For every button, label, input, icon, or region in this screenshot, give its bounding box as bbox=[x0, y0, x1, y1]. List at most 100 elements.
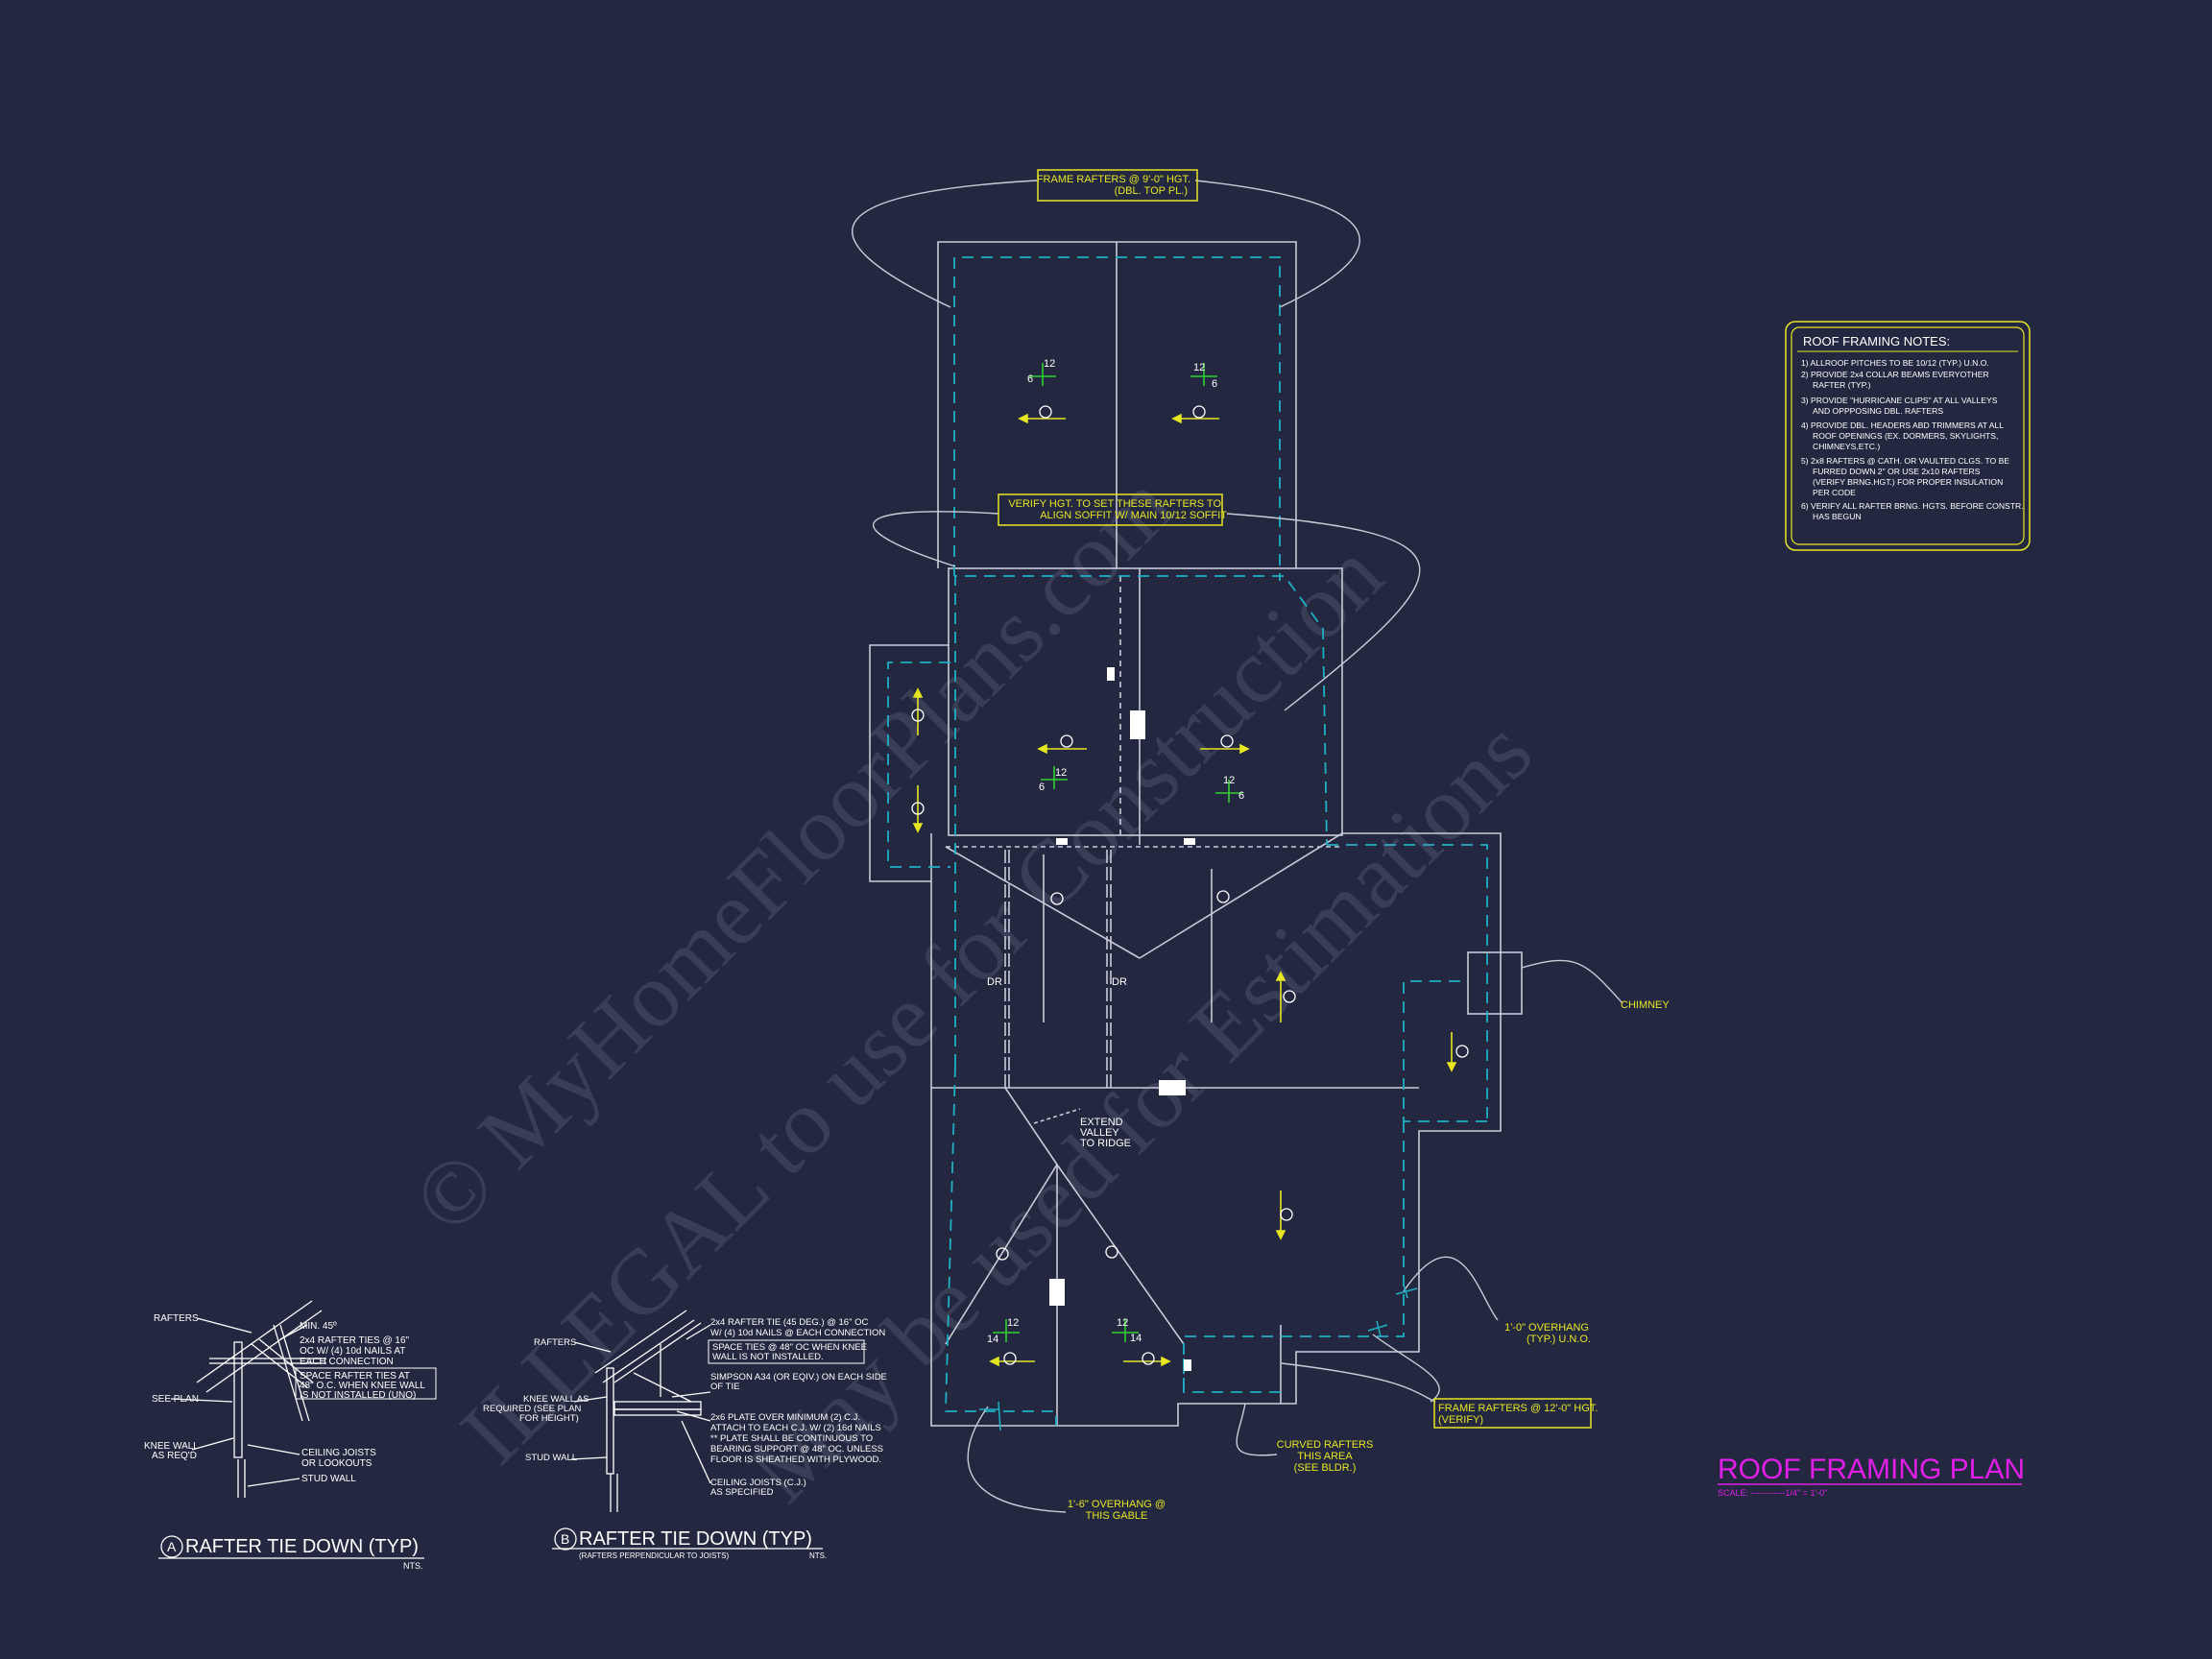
detail-b-tie: W/ (4) 10d NAILS @ EACH CONNECTION bbox=[710, 1328, 885, 1338]
watermark: © MyHomeFloorPlans.com ILLEGAL to use fo… bbox=[393, 453, 1551, 1521]
note-line: 2) PROVIDE 2x4 COLLAR BEAMS EVERYOTHER bbox=[1801, 370, 1989, 379]
overhang-lines bbox=[887, 256, 1488, 1426]
callouts: FRAME RAFTERS @ 9'-0" HGT. (DBL. TOP PL.… bbox=[998, 169, 1670, 1522]
detail-b-subtitle: (RAFTERS PERPENDICULAR TO JOISTS) bbox=[579, 1551, 730, 1560]
curved-callout-line2: THIS AREA bbox=[1297, 1451, 1353, 1462]
detail-a-nts: NTS. bbox=[403, 1561, 423, 1571]
overhang-callout-line2: (TYP.) U.N.O. bbox=[1527, 1334, 1591, 1345]
detail-b-ceiling: CEILING JOISTS (C.J.) bbox=[710, 1478, 806, 1488]
detail-b-title: RAFTER TIE DOWN (TYP) bbox=[579, 1528, 812, 1550]
top-callout-line2: (DBL. TOP PL.) bbox=[1115, 185, 1188, 197]
notes-heading: ROOF FRAMING NOTES: bbox=[1803, 334, 1950, 349]
pitch-rise: 12 bbox=[1193, 362, 1205, 373]
plan-scale: SCALE: ------------1/4" = 1'-0" bbox=[1718, 1488, 1827, 1498]
dr-label: DR bbox=[987, 976, 1002, 988]
verify-callout-line2: ALIGN SOFFIT W/ MAIN 10/12 SOFFIT bbox=[1040, 510, 1227, 521]
hip-right bbox=[1139, 832, 1343, 959]
pitch-rise: 12 bbox=[1117, 1317, 1128, 1329]
detail-a-ties: EACH CONNECTION bbox=[300, 1357, 394, 1367]
detail-a-ties: OC W/ (4) 10d NAILS AT bbox=[300, 1346, 405, 1357]
detail-b-tie: 2x4 RAFTER TIE (45 DEG.) @ 16" OC bbox=[710, 1317, 868, 1328]
detail-a-ties: 2x4 RAFTER TIES @ 16" bbox=[300, 1335, 410, 1346]
gable-overhang-line1: 1'-6" OVERHANG @ bbox=[1068, 1499, 1166, 1510]
plan-title: ROOF FRAMING PLAN SCALE: ------------1/4… bbox=[1718, 1454, 2025, 1498]
roof-plan bbox=[869, 241, 1523, 1427]
note-line: FURRED DOWN 2" OR USE 2x10 RAFTERS bbox=[1813, 467, 1981, 476]
curved-callout-line3: (SEE BLDR.) bbox=[1294, 1462, 1357, 1474]
pitch-run: 6 bbox=[1238, 790, 1244, 802]
detail-b-plate: ** PLATE SHALL BE CONTINUOUS TO bbox=[710, 1433, 873, 1444]
detail-a-space: 48" O.C. WHEN KNEE WALL bbox=[300, 1381, 425, 1391]
slope-arrows bbox=[912, 413, 1457, 1367]
note-line: ROOF OPENINGS (EX. DORMERS, SKYLIGHTS, bbox=[1813, 431, 1998, 441]
pitch-run: 6 bbox=[1039, 781, 1045, 793]
rafter-circles bbox=[911, 405, 1469, 1365]
overhang-ticks bbox=[979, 1284, 1418, 1431]
detail-a-rafters: RAFTERS bbox=[154, 1313, 199, 1324]
detail-a-min45: MIN. 45º bbox=[300, 1321, 337, 1332]
pitch-run: 14 bbox=[1130, 1333, 1142, 1344]
detail-b-letter: B bbox=[561, 1531, 569, 1547]
detail-a-letter: A bbox=[167, 1539, 177, 1554]
detail-b-knee: REQUIRED (SEE PLAN bbox=[483, 1404, 582, 1414]
roof-framing-notes: ROOF FRAMING NOTES: 1) ALLROOF PITCHES T… bbox=[1785, 321, 2031, 551]
frame12-callout-line2: (VERIFY) bbox=[1438, 1414, 1483, 1426]
detail-a-ceiling: CEILING JOISTS bbox=[301, 1448, 376, 1458]
chimney-box bbox=[1467, 951, 1523, 1015]
detail-b-knee: FOR HEIGHT) bbox=[519, 1413, 579, 1424]
detail-a-ceiling: OR LOOKOUTS bbox=[301, 1458, 373, 1469]
extend-valley-label: EXTEND bbox=[1080, 1117, 1123, 1128]
detail-b-simpson: SIMPSON A34 (OR EQIV.) ON EACH SIDE bbox=[710, 1372, 887, 1382]
detail-b-plate: BEARING SUPPORT @ 48" OC. UNLESS bbox=[710, 1444, 883, 1455]
plan-title-text: ROOF FRAMING PLAN bbox=[1718, 1454, 2025, 1485]
detail-b-plate: FLOOR IS SHEATHED WITH PLYWOOD. bbox=[710, 1455, 881, 1465]
detail-b-plate: ATTACH TO EACH C.J. W/ (2) 16d NAILS bbox=[710, 1423, 881, 1433]
note-line: (VERIFY BRNG.HGT.) FOR PROPER INSULATION bbox=[1813, 477, 2003, 487]
note-line: 5) 2x8 RAFTERS @ CATH. OR VAULTED CLGS. … bbox=[1801, 456, 2009, 466]
detail-b-marker bbox=[554, 1527, 577, 1551]
side-bay-walls bbox=[869, 644, 949, 882]
pitch-rise: 12 bbox=[1044, 358, 1055, 370]
note-line: 4) PROVIDE DBL. HEADERS ABD TRIMMERS AT … bbox=[1801, 421, 2004, 430]
pitch-run: 6 bbox=[1027, 373, 1033, 385]
pitch-run: 6 bbox=[1212, 378, 1217, 390]
note-line: HAS BEGUN bbox=[1813, 512, 1862, 521]
frame12-callout-line1: FRAME RAFTERS @ 12'-0" HGT. bbox=[1438, 1403, 1598, 1414]
verify-callout-box bbox=[998, 493, 1223, 526]
detail-b-rafters: RAFTERS bbox=[534, 1337, 576, 1348]
detail-b-simpson: OF TIE bbox=[710, 1382, 739, 1392]
detail-a-space: SPACE RAFTER TIES AT bbox=[300, 1371, 410, 1382]
main-block-walls bbox=[930, 832, 1502, 1427]
extend-valley-label: VALLEY bbox=[1080, 1127, 1119, 1139]
pitch-run: 14 bbox=[987, 1334, 998, 1345]
gable-overhang-line2: THIS GABLE bbox=[1086, 1510, 1148, 1522]
detail-a-title: RAFTER TIE DOWN (TYP) bbox=[185, 1536, 419, 1557]
leader-lines bbox=[852, 180, 1623, 1513]
extend-valley-label: TO RIDGE bbox=[1080, 1138, 1131, 1149]
note-line: AND OPPPOSING DBL. RAFTERS bbox=[1813, 406, 1943, 416]
detail-b-ceiling: AS SPECIFIED bbox=[710, 1487, 774, 1498]
detail-b-stud: STUD WALL bbox=[525, 1453, 577, 1463]
note-line: 6) VERIFY ALL RAFTER BRNG. HGTS. BEFORE … bbox=[1801, 501, 2024, 511]
note-line: PER CODE bbox=[1813, 488, 1856, 497]
valley-extend bbox=[1004, 1087, 1058, 1166]
pitch-labels: 12 6 12 6 12 6 12 6 12 14 12 14 bbox=[987, 358, 1244, 1345]
detail-b-plate: 2x6 PLATE OVER MINIMUM (2) C.J. bbox=[710, 1412, 860, 1423]
detail-b-nts: NTS. bbox=[809, 1551, 827, 1560]
pitch-markers bbox=[993, 363, 1242, 1342]
pitch-rise: 12 bbox=[1055, 767, 1067, 779]
pitch-rise: 12 bbox=[1223, 775, 1235, 786]
dr-label: DR bbox=[1112, 976, 1127, 988]
middle-wing-walls bbox=[948, 567, 1343, 836]
detail-a: RAFTERS MIN. 45º 2x4 RAFTER TIES @ 16" O… bbox=[144, 1300, 437, 1571]
verify-callout-line1: VERIFY HGT. TO SET THESE RAFTERS TO bbox=[1008, 498, 1221, 510]
curved-callout-line1: CURVED RAFTERS bbox=[1277, 1439, 1374, 1451]
note-line: CHIMNEYS,ETC.) bbox=[1813, 442, 1880, 451]
frame12-callout-box bbox=[1433, 1398, 1592, 1429]
detail-a-space: IS NOT INSTALLED (UNO) bbox=[300, 1390, 416, 1401]
detail-a-marker bbox=[160, 1535, 183, 1558]
plan-text: DR DR EXTEND VALLEY TO RIDGE bbox=[987, 976, 1131, 1149]
detail-a-seeplan: SEE PLAN bbox=[152, 1394, 199, 1405]
detail-a-knee: AS REQ'D bbox=[152, 1451, 197, 1461]
